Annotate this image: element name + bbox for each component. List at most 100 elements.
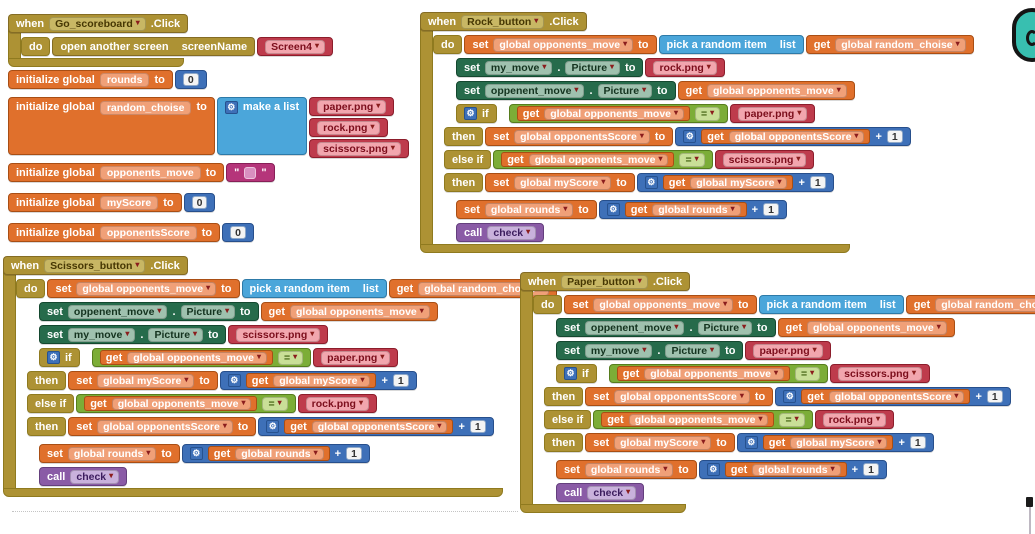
dropdown-field[interactable]: global opponents_move: [628, 413, 769, 426]
red-block[interactable]: rock.png: [814, 410, 894, 429]
dropdown-field[interactable]: global opponents_move: [76, 281, 217, 296]
dropdown-field[interactable]: check: [487, 225, 537, 240]
ctlg-block[interactable]: then: [27, 417, 67, 436]
mutator-gear-icon[interactable]: [224, 101, 238, 114]
dropdown-field[interactable]: oppenent_move: [67, 304, 168, 319]
mutator-gear-icon[interactable]: [47, 351, 60, 364]
dropdown-field[interactable]: =: [695, 106, 721, 121]
dropdown-field[interactable]: scissors.png: [317, 141, 401, 156]
dropdown-field[interactable]: Go_scoreboard: [49, 16, 146, 31]
dropdown-field[interactable]: global rounds: [584, 462, 674, 477]
dropdown-field[interactable]: global opponents_move: [644, 367, 785, 380]
red-block[interactable]: paper.png: [313, 348, 399, 367]
dropdown-field[interactable]: paper.png: [317, 99, 387, 114]
ctlg-block[interactable]: do: [16, 279, 46, 298]
number-field[interactable]: 0: [230, 226, 246, 239]
red-block[interactable]: rock.png: [297, 394, 377, 413]
red-block[interactable]: rock.png: [645, 58, 725, 77]
dropdown-field[interactable]: my_move: [67, 327, 136, 342]
dropdown-field[interactable]: rock.png: [822, 412, 886, 427]
number-field[interactable]: 1: [863, 463, 879, 476]
dropdown-field[interactable]: Picture: [665, 343, 721, 358]
mutator-gear-icon[interactable]: [266, 420, 280, 433]
dropdown-field[interactable]: Rock_button: [461, 14, 545, 29]
number-field[interactable]: 1: [909, 436, 926, 449]
ctlg-block[interactable]: then: [444, 127, 484, 146]
dropdown-field[interactable]: global myScore: [614, 435, 712, 450]
dropdown-field[interactable]: global opponentsScore: [514, 129, 650, 144]
dropdown-field[interactable]: Scissors_button: [44, 258, 146, 273]
ctlg-block[interactable]: else if: [27, 394, 75, 413]
dropdown-field[interactable]: rock.png: [653, 60, 717, 75]
if-block[interactable]: if: [556, 364, 597, 383]
math-block[interactable]: 0: [222, 223, 254, 242]
dropdown-field[interactable]: rock.png: [305, 396, 369, 411]
number-field[interactable]: 1: [469, 420, 486, 433]
red-block[interactable]: scissors.png: [830, 364, 930, 383]
dropdown-field[interactable]: global opponents_move: [528, 153, 669, 166]
dropdown-field[interactable]: global myScore: [690, 176, 788, 189]
dropdown-field[interactable]: global random_choise: [835, 37, 966, 52]
dropdown-field[interactable]: =: [679, 152, 705, 167]
math-block[interactable]: 0: [183, 193, 216, 212]
red-block[interactable]: paper.png: [730, 104, 816, 123]
ctlg-block[interactable]: then: [27, 371, 67, 390]
ctlg-block[interactable]: else if: [544, 410, 592, 429]
red-block[interactable]: rock.png: [309, 118, 389, 137]
mutator-gear-icon[interactable]: [706, 463, 720, 476]
mutator-gear-icon[interactable]: [564, 367, 577, 380]
dropdown-field[interactable]: global opponents_move: [544, 107, 685, 120]
red-block[interactable]: paper.png: [745, 341, 831, 360]
make-a-list-block[interactable]: make a list: [216, 97, 308, 155]
dropdown-field[interactable]: global random_choise: [935, 297, 1035, 312]
red-block[interactable]: Screen4: [257, 37, 333, 56]
dropdown-field[interactable]: scissors.png: [838, 366, 922, 381]
dropdown-field[interactable]: check: [587, 485, 637, 500]
number-field[interactable]: 1: [986, 390, 1003, 403]
dropdown-field[interactable]: Picture: [565, 60, 621, 75]
number-field[interactable]: 1: [763, 203, 779, 216]
dropdown-field[interactable]: global opponents_move: [111, 397, 252, 410]
ctlg-block[interactable]: then: [544, 387, 584, 406]
math-block[interactable]: 0: [174, 70, 207, 89]
dropdown-field[interactable]: global random_choise: [418, 281, 549, 296]
ctlg-block[interactable]: do: [21, 37, 51, 56]
